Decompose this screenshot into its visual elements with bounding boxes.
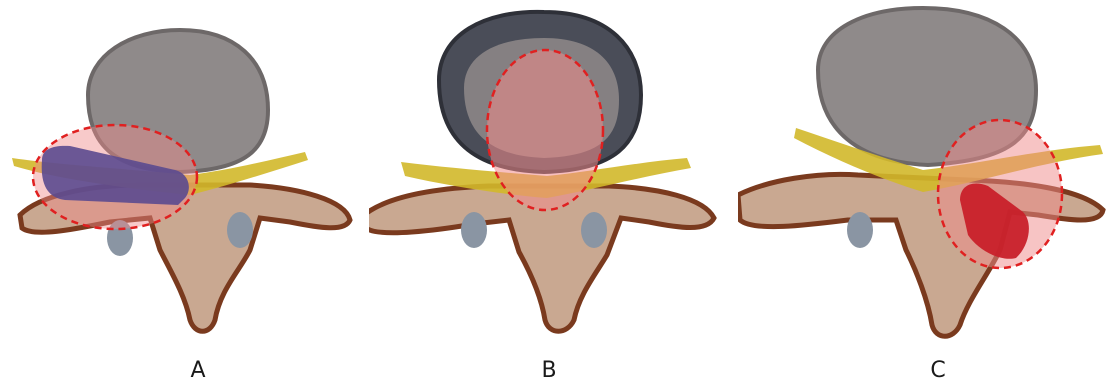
panel-c: C [738, 0, 1107, 383]
panel-c-illustration [738, 0, 1107, 383]
panel-b: B [369, 0, 738, 383]
facet-left [461, 212, 487, 248]
facet-left [847, 212, 873, 248]
panel-a-illustration [0, 0, 369, 383]
panel-label-c: C [918, 358, 958, 383]
panel-label-b: B [529, 358, 569, 383]
herniation-zone [487, 50, 603, 210]
facet-right [581, 212, 607, 248]
facet-right [227, 212, 253, 248]
panel-a: A [0, 0, 369, 383]
panel-b-illustration [369, 0, 738, 383]
panel-label-a: A [178, 358, 218, 383]
